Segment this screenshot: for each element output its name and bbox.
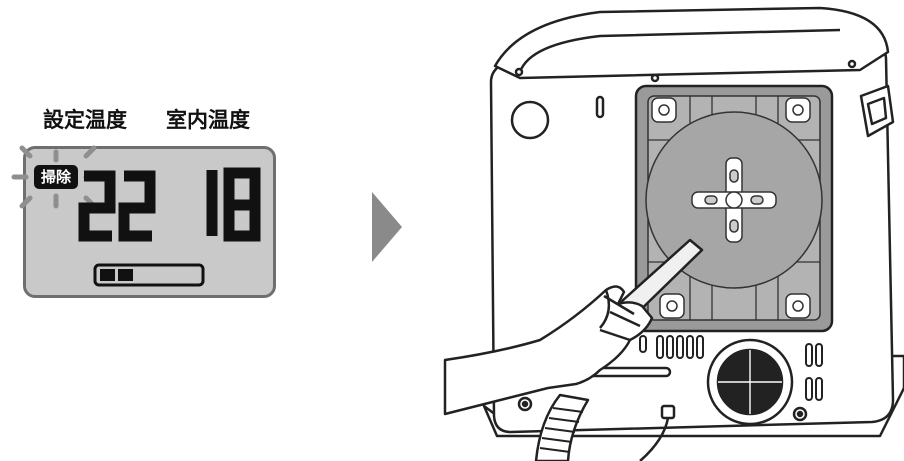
level-indicator-bar — [95, 265, 203, 285]
room-temperature-digits — [212, 170, 255, 236]
cleaning-badge: 掃除 — [34, 165, 78, 189]
set-temperature-digits — [84, 176, 152, 236]
right-arrow-icon — [372, 192, 402, 262]
heater-illustration — [484, 8, 904, 461]
